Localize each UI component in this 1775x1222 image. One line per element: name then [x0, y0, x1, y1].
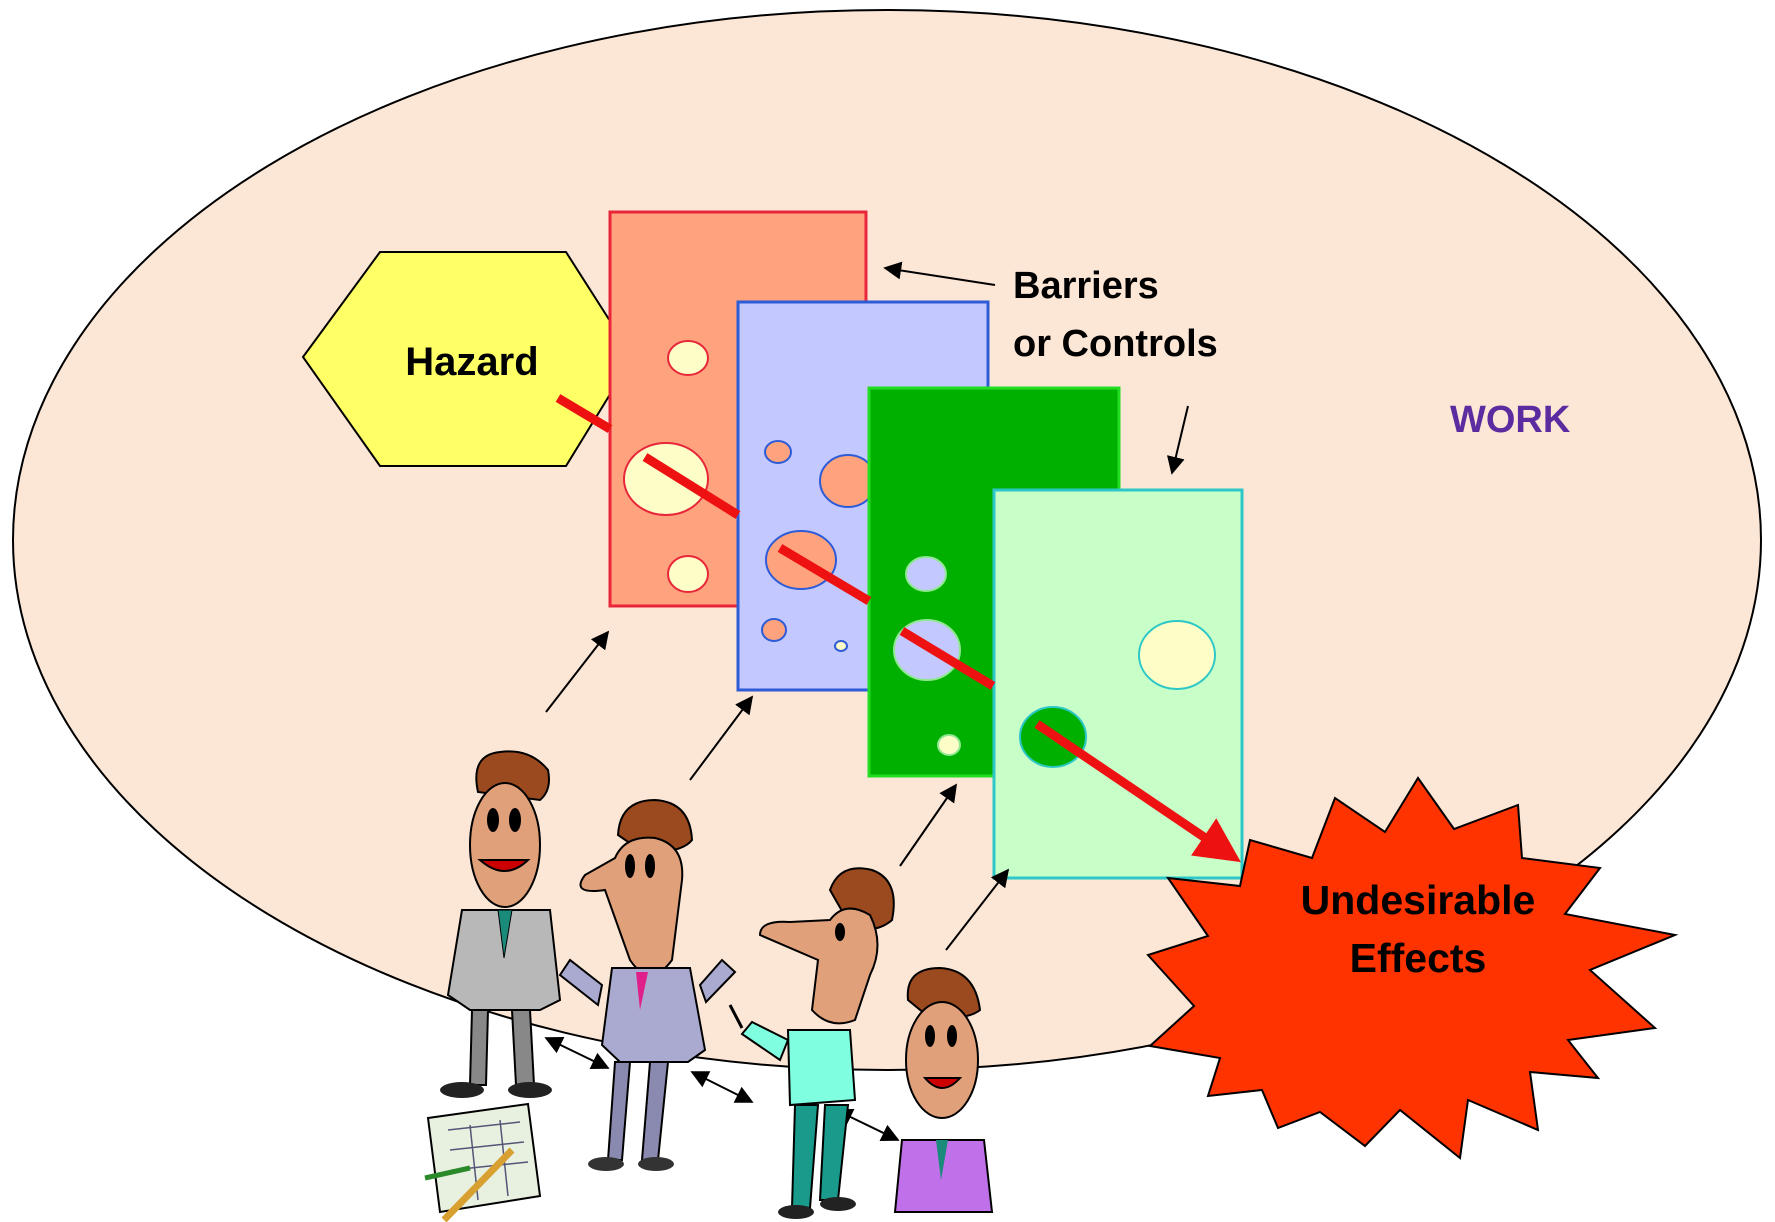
effects-label: Undesirable	[1301, 877, 1536, 923]
barriers-label: or Controls	[1013, 323, 1218, 365]
barrier-1-hole	[667, 340, 709, 376]
barrier-2-hole	[761, 618, 787, 642]
barrier-4-hole	[1138, 620, 1216, 690]
barrier-2-hole	[764, 440, 792, 464]
people-to-barrier-arrows	[545, 630, 1010, 951]
starburst-icon	[1146, 776, 1679, 1160]
hazard-label: Hazard	[405, 340, 538, 384]
barriers-pointer	[883, 261, 996, 286]
barrier-1-hole	[623, 442, 709, 516]
barrier-3-hole	[905, 556, 947, 592]
barriers-label: Barriers	[1013, 265, 1159, 307]
worker-grey-suit	[440, 750, 562, 1098]
accident-path	[555, 394, 1241, 863]
worker-pointing	[728, 867, 895, 1219]
barrier-1-hole	[667, 555, 709, 593]
worker-lilac-suit	[558, 798, 737, 1171]
blueprint-icon	[424, 1102, 542, 1222]
barrier-4	[992, 488, 1244, 880]
barrier-3-hole	[937, 734, 961, 756]
work-label: WORK	[1450, 399, 1571, 441]
effects-label: Effects	[1350, 935, 1487, 981]
barriers-pointer	[1167, 405, 1189, 475]
barrier-2-hole	[834, 640, 848, 652]
worker-purple-suit	[893, 966, 994, 1213]
